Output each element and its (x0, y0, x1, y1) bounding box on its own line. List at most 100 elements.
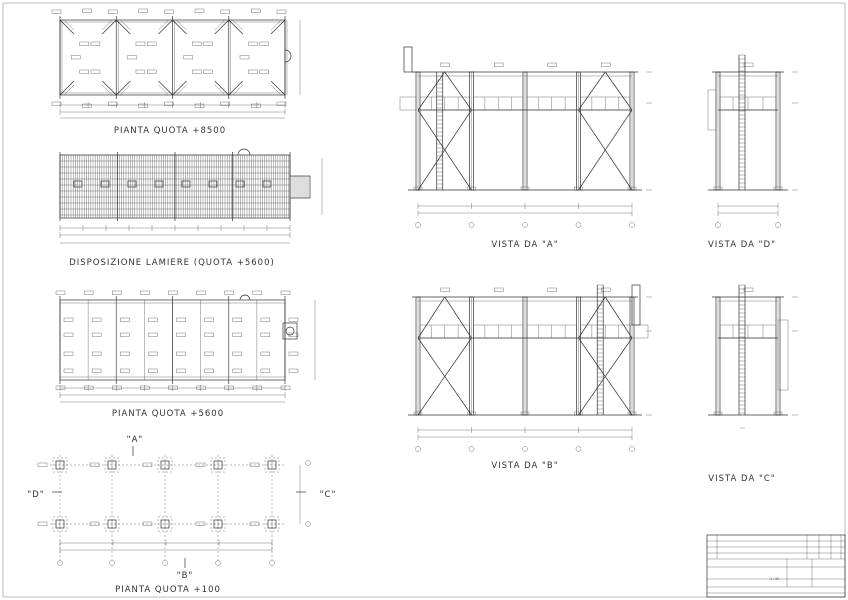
drawing-rect (262, 180, 272, 188)
drawing-rect (90, 69, 101, 74)
drawing-rect (440, 287, 450, 292)
title-block (706, 534, 846, 598)
drawing-line (59, 19, 75, 35)
drawing-line (102, 84, 113, 96)
drawing-rect (208, 180, 218, 188)
axis-bubble (775, 222, 781, 228)
view-c-drawing (708, 284, 798, 429)
title-plan-100: PIANTA QUOTA +100 (115, 585, 221, 595)
drawing-rect (248, 41, 258, 46)
drawing-line (417, 337, 472, 416)
drawing-rect (120, 368, 130, 373)
axis-bubble (629, 446, 635, 452)
drawing-line (228, 19, 243, 35)
axis-bubble (57, 560, 63, 566)
drawing-line (102, 19, 113, 31)
drawing-rect (120, 317, 130, 322)
drawing-rect (183, 55, 193, 60)
drawing-rect (494, 287, 504, 292)
drawing-line (417, 296, 446, 339)
drawing-line (270, 84, 282, 96)
drawing-rect (55, 385, 66, 390)
drawing-rect (601, 287, 611, 292)
sheets-layout-drawing (59, 148, 323, 244)
drawing-rect (196, 385, 206, 390)
drawing-rect (280, 290, 291, 295)
drawing-rect (89, 521, 100, 526)
drawing-rect (154, 180, 164, 188)
drawing-rect (176, 317, 186, 322)
drawing-rect (138, 8, 148, 13)
drawing-rect (142, 521, 153, 526)
drawing-line (417, 109, 472, 191)
axis-bubble (415, 222, 421, 228)
drawing-rect (259, 41, 269, 46)
drawing-rect (629, 324, 649, 339)
title-view-c: VISTA DA "C" (708, 474, 775, 484)
title-plan-5600: PIANTA QUOTA +5600 (112, 409, 224, 419)
drawing-line (270, 19, 282, 31)
drawing-line (270, 80, 286, 96)
drawing-rect (194, 8, 205, 13)
drawing-line (578, 109, 633, 191)
drawing-rect (276, 101, 287, 106)
drawing-rect (440, 62, 450, 67)
plan-5600-drawing (55, 290, 316, 403)
title-plan-8500: PIANTA QUOTA +8500 (114, 126, 226, 136)
drawing-rect (601, 62, 611, 67)
axis-bubble (468, 446, 475, 452)
drawing-rect (91, 368, 102, 373)
axis-bubble (468, 222, 475, 228)
drawing-line (232, 19, 243, 31)
drawing-rect (168, 385, 178, 390)
drawing-rect (235, 180, 245, 188)
drawing-rect (195, 521, 206, 526)
drawing-rect (100, 180, 110, 188)
drawing-line (63, 84, 75, 96)
drawing-rect (83, 385, 94, 390)
drawing-rect (82, 103, 92, 108)
title-sheets-layout: DISPOSIZIONE LAMIERE (QUOTA +5600) (69, 258, 275, 268)
drawing-rect (51, 9, 62, 14)
hatch-icon (237, 148, 251, 156)
drawing-line (172, 19, 187, 35)
drawing-rect (260, 317, 271, 322)
drawing-rect (112, 290, 122, 295)
drawing-line (176, 19, 187, 31)
axis-bubble (715, 222, 721, 228)
drawing-rect (63, 368, 74, 373)
drawing-rect (743, 287, 754, 292)
drawing-rect (210, 457, 226, 473)
drawing-rect (82, 8, 92, 13)
drawing-rect (743, 62, 754, 67)
drawing-rect (195, 462, 206, 467)
drawing-rect (403, 46, 413, 73)
drawing-rect (204, 351, 214, 356)
drawing-line (417, 71, 446, 111)
drawing-rect (140, 385, 150, 390)
drawing-line (270, 19, 286, 35)
drawing-line (158, 84, 169, 96)
drawing-line (176, 84, 187, 96)
title-block-scale: 1 : 50 (770, 577, 779, 581)
drawing-rect (63, 332, 74, 337)
title-view-b: VISTA DA "B" (491, 461, 558, 471)
drawing-line (232, 84, 243, 96)
drawing-rect (204, 368, 214, 373)
drawing-rect (79, 69, 89, 74)
drawing-line (120, 19, 131, 31)
drawing-rect (55, 290, 66, 295)
drawing-line (214, 19, 229, 35)
drawing-rect (140, 290, 150, 295)
drawing-rect (288, 317, 299, 322)
drawing-rect (203, 69, 213, 74)
drawing-rect (73, 180, 83, 188)
axis-bubble (305, 521, 311, 527)
plan-8500-drawing (51, 8, 301, 119)
marker-d: "D" (27, 490, 44, 500)
drawing-rect (547, 62, 557, 67)
drawing-rect (176, 368, 186, 373)
axis-bubble (415, 446, 421, 452)
drawing-line (578, 337, 633, 416)
